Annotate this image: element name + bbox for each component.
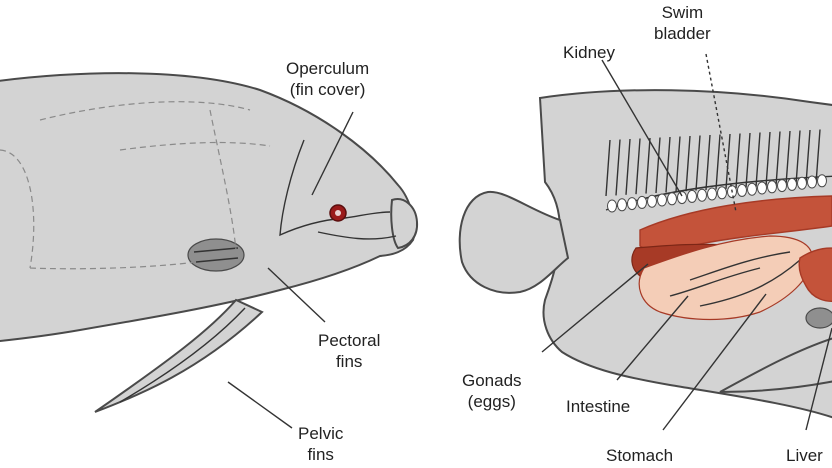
- left-body-pattern: [0, 101, 271, 270]
- intestine-coils: [669, 251, 801, 307]
- vertebra: [707, 187, 717, 201]
- swim-bladder-leader: [705, 53, 737, 213]
- left-mouth-line: [317, 231, 397, 240]
- swim-bladder-label: Swim bladder: [654, 2, 711, 44]
- stomach-leader: [662, 293, 767, 431]
- pelvic-label-line1: Pelvic: [298, 424, 344, 443]
- vertebra: [737, 183, 747, 197]
- stomach-label: Stomach: [606, 445, 673, 466]
- pelvic-leader: [227, 381, 293, 429]
- left-fish-body: [0, 72, 416, 342]
- left-pectoral-fin: [187, 238, 245, 272]
- vertebra: [667, 192, 677, 206]
- gonads-label-line1: Gonads: [462, 371, 522, 390]
- liver-label: Liver: [786, 445, 823, 466]
- left-leader-lines: [227, 111, 354, 429]
- dorsal-fin-rays: [605, 129, 821, 197]
- swim-bladder-label-line1: Swim: [661, 3, 704, 22]
- kidney-label-line1: Kidney: [563, 43, 615, 62]
- left-pelvic-fin-ray: [119, 307, 246, 403]
- gonads-leader: [541, 263, 649, 353]
- stomach-label-line1: Stomach: [606, 446, 674, 465]
- pectoral-leader: [267, 267, 326, 323]
- gonads-label-line2: (eggs): [467, 392, 516, 411]
- vertebra: [767, 180, 777, 194]
- vertebra: [747, 182, 757, 196]
- eye-pupil: [335, 210, 341, 216]
- vertebra: [607, 199, 617, 213]
- vertebra: [757, 181, 767, 195]
- vertebra: [697, 188, 707, 202]
- right-pectoral-fin: [805, 307, 832, 329]
- intestine-label: Intestine: [566, 396, 630, 417]
- intestine-label-line1: Intestine: [566, 397, 631, 416]
- vertebra: [657, 193, 667, 207]
- vertebra: [777, 179, 787, 193]
- vertebra: [677, 191, 687, 205]
- left-pectoral-fin-ray: [193, 247, 239, 263]
- pectoral-fins-label: Pectoral fins: [318, 330, 380, 372]
- vertebrae: [607, 174, 827, 213]
- pectoral-label-line2: fins: [335, 352, 363, 371]
- intestine-leader: [616, 295, 689, 381]
- right-leader-lines: [541, 53, 832, 431]
- left-pelvic-fin: [94, 298, 264, 413]
- operculum-leader: [311, 111, 354, 196]
- operculum-label: Operculum (fin cover): [286, 58, 369, 100]
- liver-organ: [798, 247, 832, 302]
- vertebra: [787, 177, 797, 191]
- swim-bladder-label-line2: bladder: [654, 24, 711, 43]
- kidney-label: Kidney: [563, 42, 615, 63]
- external-fish-drawing: [0, 72, 419, 413]
- liver-label-line1: Liver: [786, 446, 823, 465]
- liver-leader: [805, 327, 832, 431]
- vertebra: [817, 174, 827, 188]
- right-tail-fin: [458, 190, 570, 294]
- vertebra: [627, 197, 637, 211]
- gonads-label: Gonads (eggs): [462, 370, 522, 412]
- vertebra: [717, 186, 727, 200]
- vertebra: [647, 194, 657, 208]
- operculum-label-line2: (fin cover): [289, 80, 366, 99]
- vertebra: [687, 189, 697, 203]
- vertebra: [637, 195, 647, 209]
- vertebra: [807, 175, 817, 189]
- vertebra: [797, 176, 807, 190]
- kidney-leader: [601, 59, 683, 197]
- pelvic-fin-right: [719, 337, 832, 393]
- vertebra: [617, 198, 627, 212]
- operculum-label-line1: Operculum: [286, 59, 370, 78]
- pelvic-fins-label: Pelvic fins: [298, 423, 343, 465]
- internal-fish-drawing: [458, 89, 832, 419]
- pectoral-label-line1: Pectoral: [318, 331, 381, 350]
- pelvic-label-line2: fins: [307, 445, 334, 464]
- operculum-line: [279, 139, 391, 237]
- left-fish-snout: [390, 198, 419, 250]
